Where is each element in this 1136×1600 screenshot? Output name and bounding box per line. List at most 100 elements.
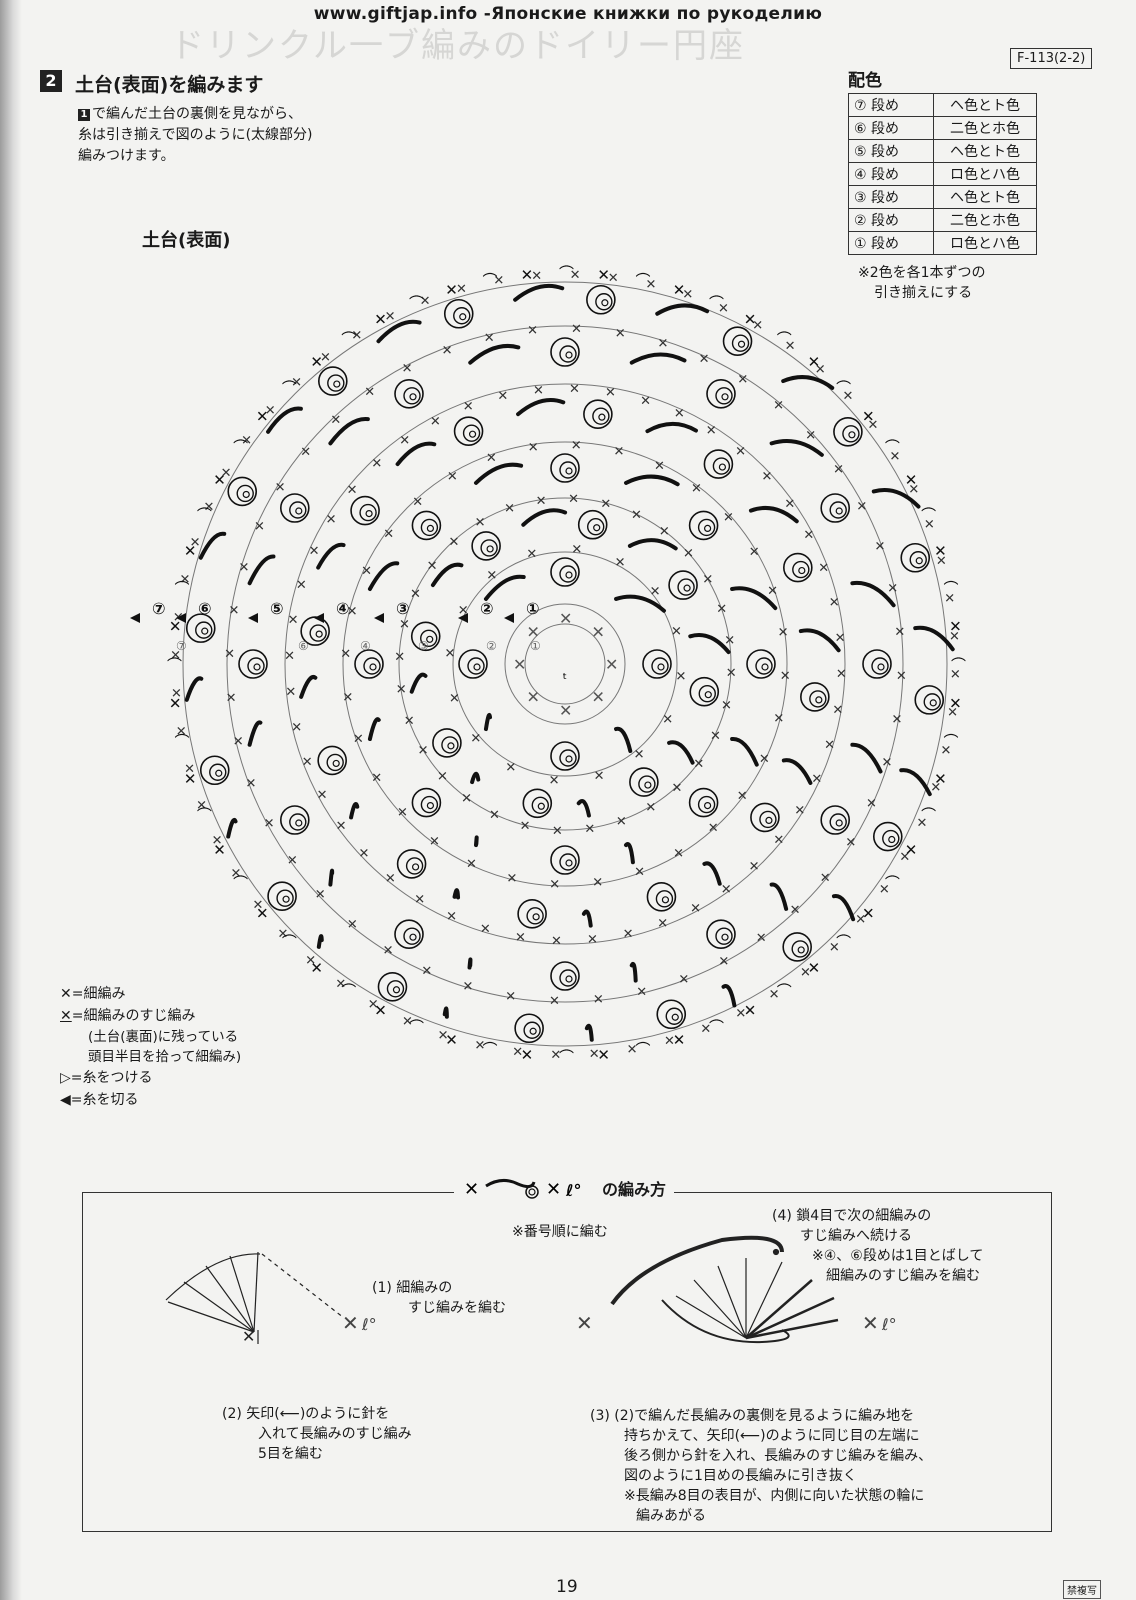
sc-icon: ✕ <box>683 547 694 562</box>
rosette-icon <box>282 895 290 903</box>
sc-icon: ✕ <box>836 667 847 682</box>
rosette-icon <box>253 663 261 671</box>
sc-icon: ⌒ <box>836 379 851 397</box>
chain-icon <box>367 561 400 591</box>
legend-item: ✕=細編みのすじ編み <box>60 1005 241 1027</box>
sc-symbol-step1: ✕ ℓ° <box>342 1311 377 1335</box>
rosette-icon <box>565 755 573 763</box>
chain-icon <box>473 462 524 485</box>
sc-icon: ✕ <box>693 757 704 772</box>
sc-icon: ✕ <box>867 418 878 433</box>
round-ring <box>226 325 904 1003</box>
sc-icon: ✕ <box>526 622 539 641</box>
sc-icon: ✕ <box>549 994 560 1009</box>
rosette-icon <box>737 340 746 348</box>
sc-icon: ✕ <box>597 266 610 284</box>
round-ring <box>504 603 626 725</box>
sc-icon: ✕ <box>589 1047 600 1062</box>
sc-icon: ⌒ <box>635 1040 650 1058</box>
sc-icon: ✕ <box>726 666 737 681</box>
sc-icon: ✕ <box>228 603 239 618</box>
sc-icon: ✕ <box>949 618 962 636</box>
rosette-icon <box>565 975 573 983</box>
sc-icon: ✕ <box>256 407 269 425</box>
rosette-icon <box>247 657 265 675</box>
text-line: (2) 矢印(⟵)のように針を <box>222 1406 390 1422</box>
sc-icon: ✕ <box>889 449 900 464</box>
cut-yarn-icon <box>374 613 384 623</box>
rosette-icon <box>871 657 889 675</box>
rosette-icon <box>689 676 720 707</box>
rosette-icon <box>432 728 462 758</box>
rosette-icon <box>791 940 809 958</box>
rosette-icon <box>783 552 813 583</box>
sc-icon: ✕ <box>213 471 226 489</box>
sc-icon: ✕ <box>820 871 831 886</box>
text-line: ※④、⑥段めは1目とばして <box>812 1248 984 1264</box>
sc-icon: ✕ <box>364 385 375 400</box>
rosette-icon <box>882 829 900 848</box>
chain-icon <box>624 842 635 865</box>
sc-icon: ✕ <box>374 1002 387 1020</box>
rosette-icon <box>386 980 405 998</box>
rosette-icon <box>598 413 606 421</box>
sc-icon: ✕ <box>571 438 582 453</box>
rosette-icon <box>595 293 613 311</box>
sc-icon: ✕ <box>302 755 313 770</box>
rosette-icon <box>706 919 736 949</box>
sc-icon: ✕ <box>659 525 670 540</box>
sc-icon: ✕ <box>504 502 515 517</box>
sc-icon: ✕ <box>427 559 438 574</box>
chain-icon <box>781 758 813 785</box>
rosette-icon <box>426 524 435 533</box>
sc-icon: ✕ <box>368 997 379 1012</box>
sc-icon: ✕ <box>383 527 394 542</box>
chain-icon <box>184 676 204 702</box>
chain-icon <box>226 817 238 839</box>
rosette-icon <box>318 366 348 396</box>
sc-icon: ⌒ <box>282 933 297 951</box>
sc-icon: ✕ <box>179 573 190 588</box>
sc-icon: ✕ <box>446 909 457 924</box>
rosette-icon <box>458 649 488 679</box>
svg-text:ℓ°: ℓ° <box>361 1315 377 1334</box>
chain-icon <box>748 506 799 524</box>
sc-icon: ✕ <box>700 1022 711 1037</box>
sc-icon: ✕ <box>593 992 604 1007</box>
sc-icon: ✕ <box>347 605 358 620</box>
rosette-icon <box>369 663 377 671</box>
rosette-icon <box>559 853 577 871</box>
rosette-icon <box>683 584 691 592</box>
chain-icon <box>721 984 737 1008</box>
sc-icon: ✕ <box>418 743 429 758</box>
sc-icon: ✕ <box>549 773 560 788</box>
rosette-icon <box>565 571 573 579</box>
rosette-icon <box>532 913 540 921</box>
rosette-icon <box>698 685 716 703</box>
rosette-icon <box>550 557 580 587</box>
round-ring <box>398 497 732 831</box>
rosette-icon <box>377 971 408 1002</box>
sc-icon: ✕ <box>489 808 500 823</box>
rosette-icon <box>238 649 268 679</box>
rosette-icon <box>888 835 896 844</box>
rosette-icon <box>862 649 892 679</box>
sc-icon: ✕ <box>371 771 382 786</box>
svg-text:✕: ✕ <box>242 1327 255 1346</box>
sc-icon: ✕ <box>862 905 875 923</box>
sc-icon: ✕ <box>559 701 572 720</box>
round-marker: ③ <box>396 599 410 618</box>
chain-icon <box>629 352 687 365</box>
sc-icon: ✕ <box>627 1042 638 1057</box>
rosette-icon <box>295 507 303 515</box>
sc-icon: ✕ <box>347 918 358 933</box>
sc-icon: ✕ <box>196 798 207 813</box>
cut-yarn-icon <box>176 613 186 623</box>
sc-icon: ✕ <box>397 806 408 821</box>
rosette-icon <box>559 461 577 479</box>
sc-icon: ✕ <box>326 512 337 527</box>
sc-icon: ⌒ <box>885 874 900 892</box>
rosette-icon <box>565 467 573 475</box>
chain-icon <box>667 740 695 765</box>
sc-icon: ✕ <box>475 1039 486 1054</box>
